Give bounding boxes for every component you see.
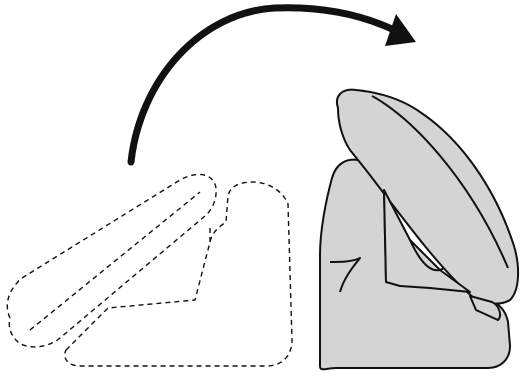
seat-folded-icon [319,88,520,371]
curved-arrow-icon [127,4,416,166]
seat-outline-icon [6,173,293,367]
